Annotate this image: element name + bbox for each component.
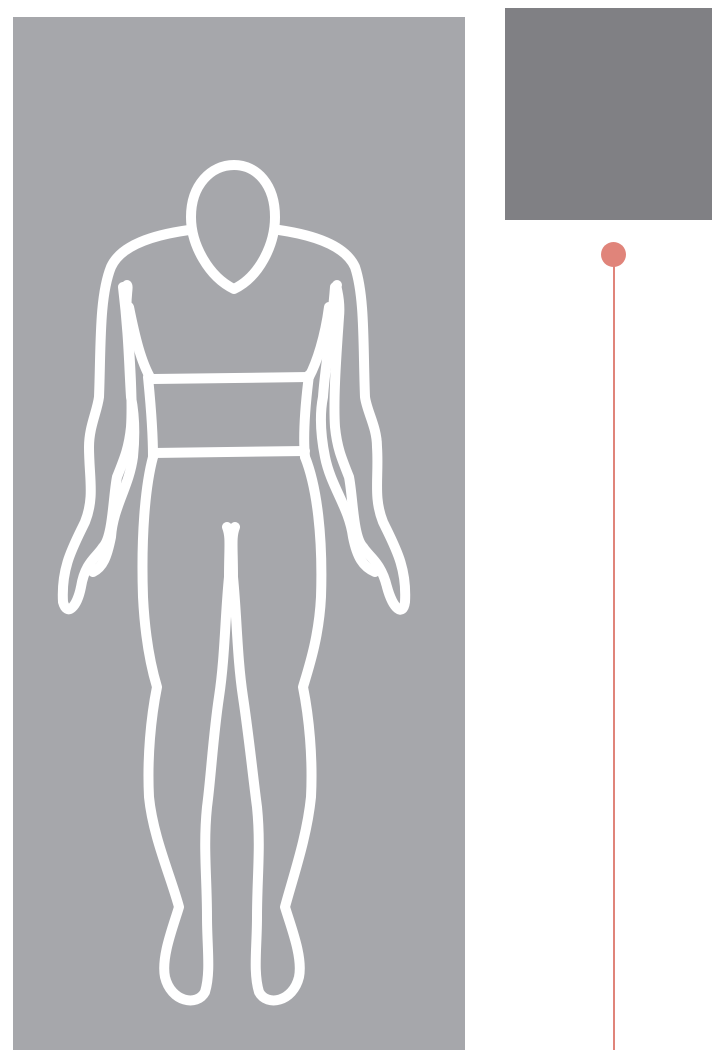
waist-band-top: [153, 377, 309, 379]
gray-swatch-box: [505, 8, 712, 220]
leg-right-outer: [233, 457, 322, 1000]
timeline-dot: [601, 242, 626, 267]
body-figure-panel: [13, 17, 465, 1050]
waist-band-bottom: [153, 451, 305, 453]
waist-band-right: [304, 375, 309, 457]
timeline-line: [613, 254, 615, 1050]
waist-band-left: [148, 377, 153, 457]
head-outline: [191, 165, 275, 289]
human-body-outline-icon: [13, 17, 465, 1050]
leg-left-outer: [142, 457, 229, 1000]
outer-silhouette-right: [279, 230, 405, 610]
